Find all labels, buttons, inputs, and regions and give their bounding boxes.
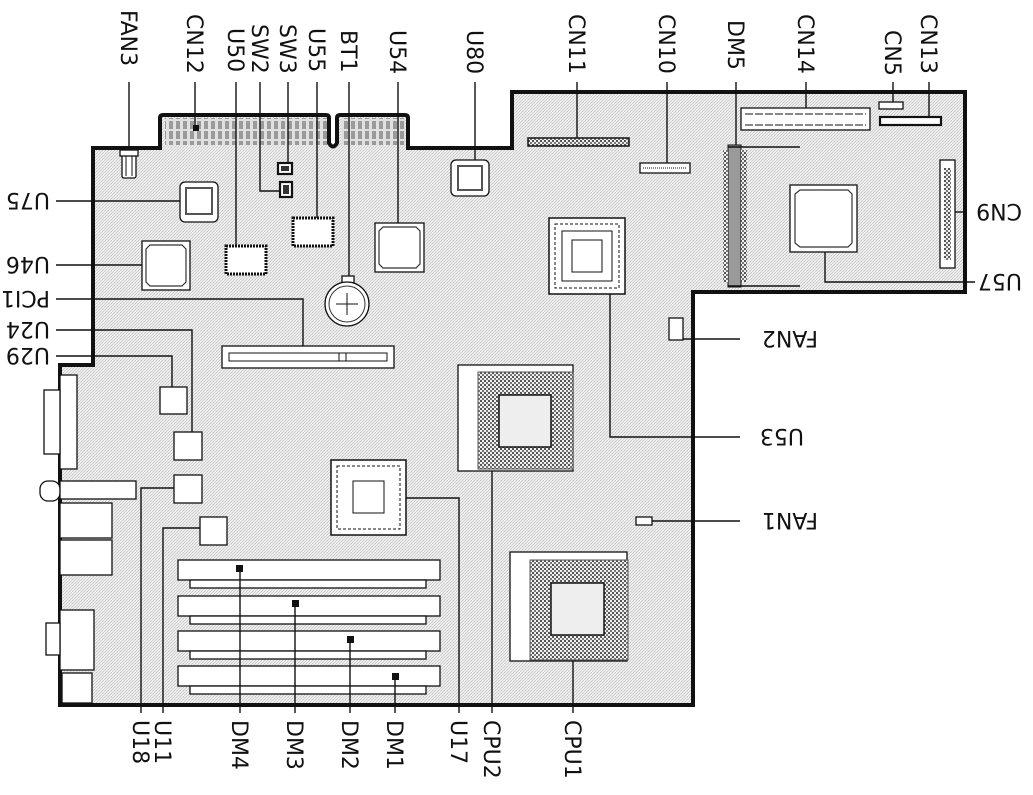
u75-chip — [179, 181, 219, 223]
label-dm5: DM5 — [722, 20, 747, 70]
label-u75: U75 — [6, 187, 50, 212]
cn5-jumper — [878, 101, 904, 110]
u50-chip — [224, 244, 268, 276]
u57-chip — [789, 184, 858, 253]
label-u17: U17 — [445, 720, 470, 764]
cn11-header — [527, 137, 630, 147]
cn13-connector — [878, 115, 943, 127]
label-dm2: DM2 — [336, 720, 361, 770]
dimm-slots — [177, 559, 441, 695]
label-dm4: DM4 — [226, 720, 251, 770]
label-pci1: PCI1 — [1, 285, 50, 310]
cn14-power-connector — [740, 107, 871, 131]
labels-right: CN9 U57 FAN2 U53 FAN1 — [760, 198, 1022, 532]
dimm4-slot — [177, 559, 441, 581]
u29-chip — [159, 386, 188, 415]
dimm1-slot — [177, 665, 441, 687]
label-u50: U50 — [222, 28, 247, 72]
label-cpu1: CPU1 — [559, 720, 584, 779]
labels-top: FAN3 CN12 U50 SW2 SW3 U55 BT1 U54 U80 CN… — [115, 10, 940, 76]
label-u46: U46 — [6, 251, 50, 276]
label-cn9: CN9 — [976, 198, 1022, 223]
label-u54: U54 — [384, 30, 409, 74]
label-cn13: CN13 — [915, 14, 940, 74]
dimm3-slot — [177, 595, 441, 617]
rear-io — [39, 374, 137, 704]
label-sw3: SW3 — [274, 24, 299, 74]
u55-chip — [291, 216, 335, 248]
label-u55: U55 — [303, 28, 328, 72]
fan3-connector — [119, 149, 139, 179]
pci1-slot — [221, 345, 395, 369]
label-u80: U80 — [461, 30, 486, 74]
label-cn10: CN10 — [653, 14, 678, 74]
u53-chip — [548, 217, 626, 295]
label-fan2: FAN2 — [762, 325, 818, 350]
label-cn14: CN14 — [792, 14, 817, 74]
labels-left: U75 U46 PCI1 U24 U29 — [1, 187, 50, 367]
fan1-connector — [635, 516, 653, 526]
u11-chip — [173, 474, 203, 504]
u80-chip — [450, 159, 490, 197]
label-fan3: FAN3 — [115, 10, 140, 66]
bt1-battery — [324, 275, 370, 327]
u24-chip — [173, 431, 203, 461]
label-sw2: SW2 — [246, 24, 271, 74]
label-cn5: CN5 — [879, 30, 904, 76]
label-u53: U53 — [760, 423, 804, 448]
fan2-connector — [668, 317, 684, 341]
u54-chip — [374, 222, 425, 273]
label-cpu2: CPU2 — [478, 720, 503, 779]
label-fan1: FAN1 — [762, 507, 818, 532]
label-cn12: CN12 — [181, 14, 206, 74]
cpu2-socket — [457, 364, 574, 472]
cn12-edge-connector — [165, 118, 327, 145]
cn12-marker — [193, 125, 199, 131]
label-u24: U24 — [6, 316, 50, 341]
label-u11: U11 — [149, 720, 174, 764]
label-dm3: DM3 — [281, 720, 306, 770]
dimm2-slot — [177, 630, 441, 652]
leader-lines — [56, 82, 975, 713]
dm5-slot — [723, 144, 800, 288]
labels-bottom: U18 U11 DM4 DM3 DM2 DM1 U17 CPU2 CPU1 — [127, 720, 584, 779]
label-u18: U18 — [127, 720, 152, 764]
u17-chip — [330, 459, 407, 536]
u18-chip — [199, 516, 228, 546]
cpu1-socket — [509, 551, 629, 662]
label-u29: U29 — [6, 342, 50, 367]
u46-chip — [141, 240, 191, 291]
label-dm1: DM1 — [381, 720, 406, 770]
label-u57: U57 — [978, 268, 1022, 293]
label-bt1: BT1 — [335, 30, 360, 73]
cn12-edge-connector-b — [341, 118, 405, 145]
label-cn11: CN11 — [563, 14, 588, 74]
